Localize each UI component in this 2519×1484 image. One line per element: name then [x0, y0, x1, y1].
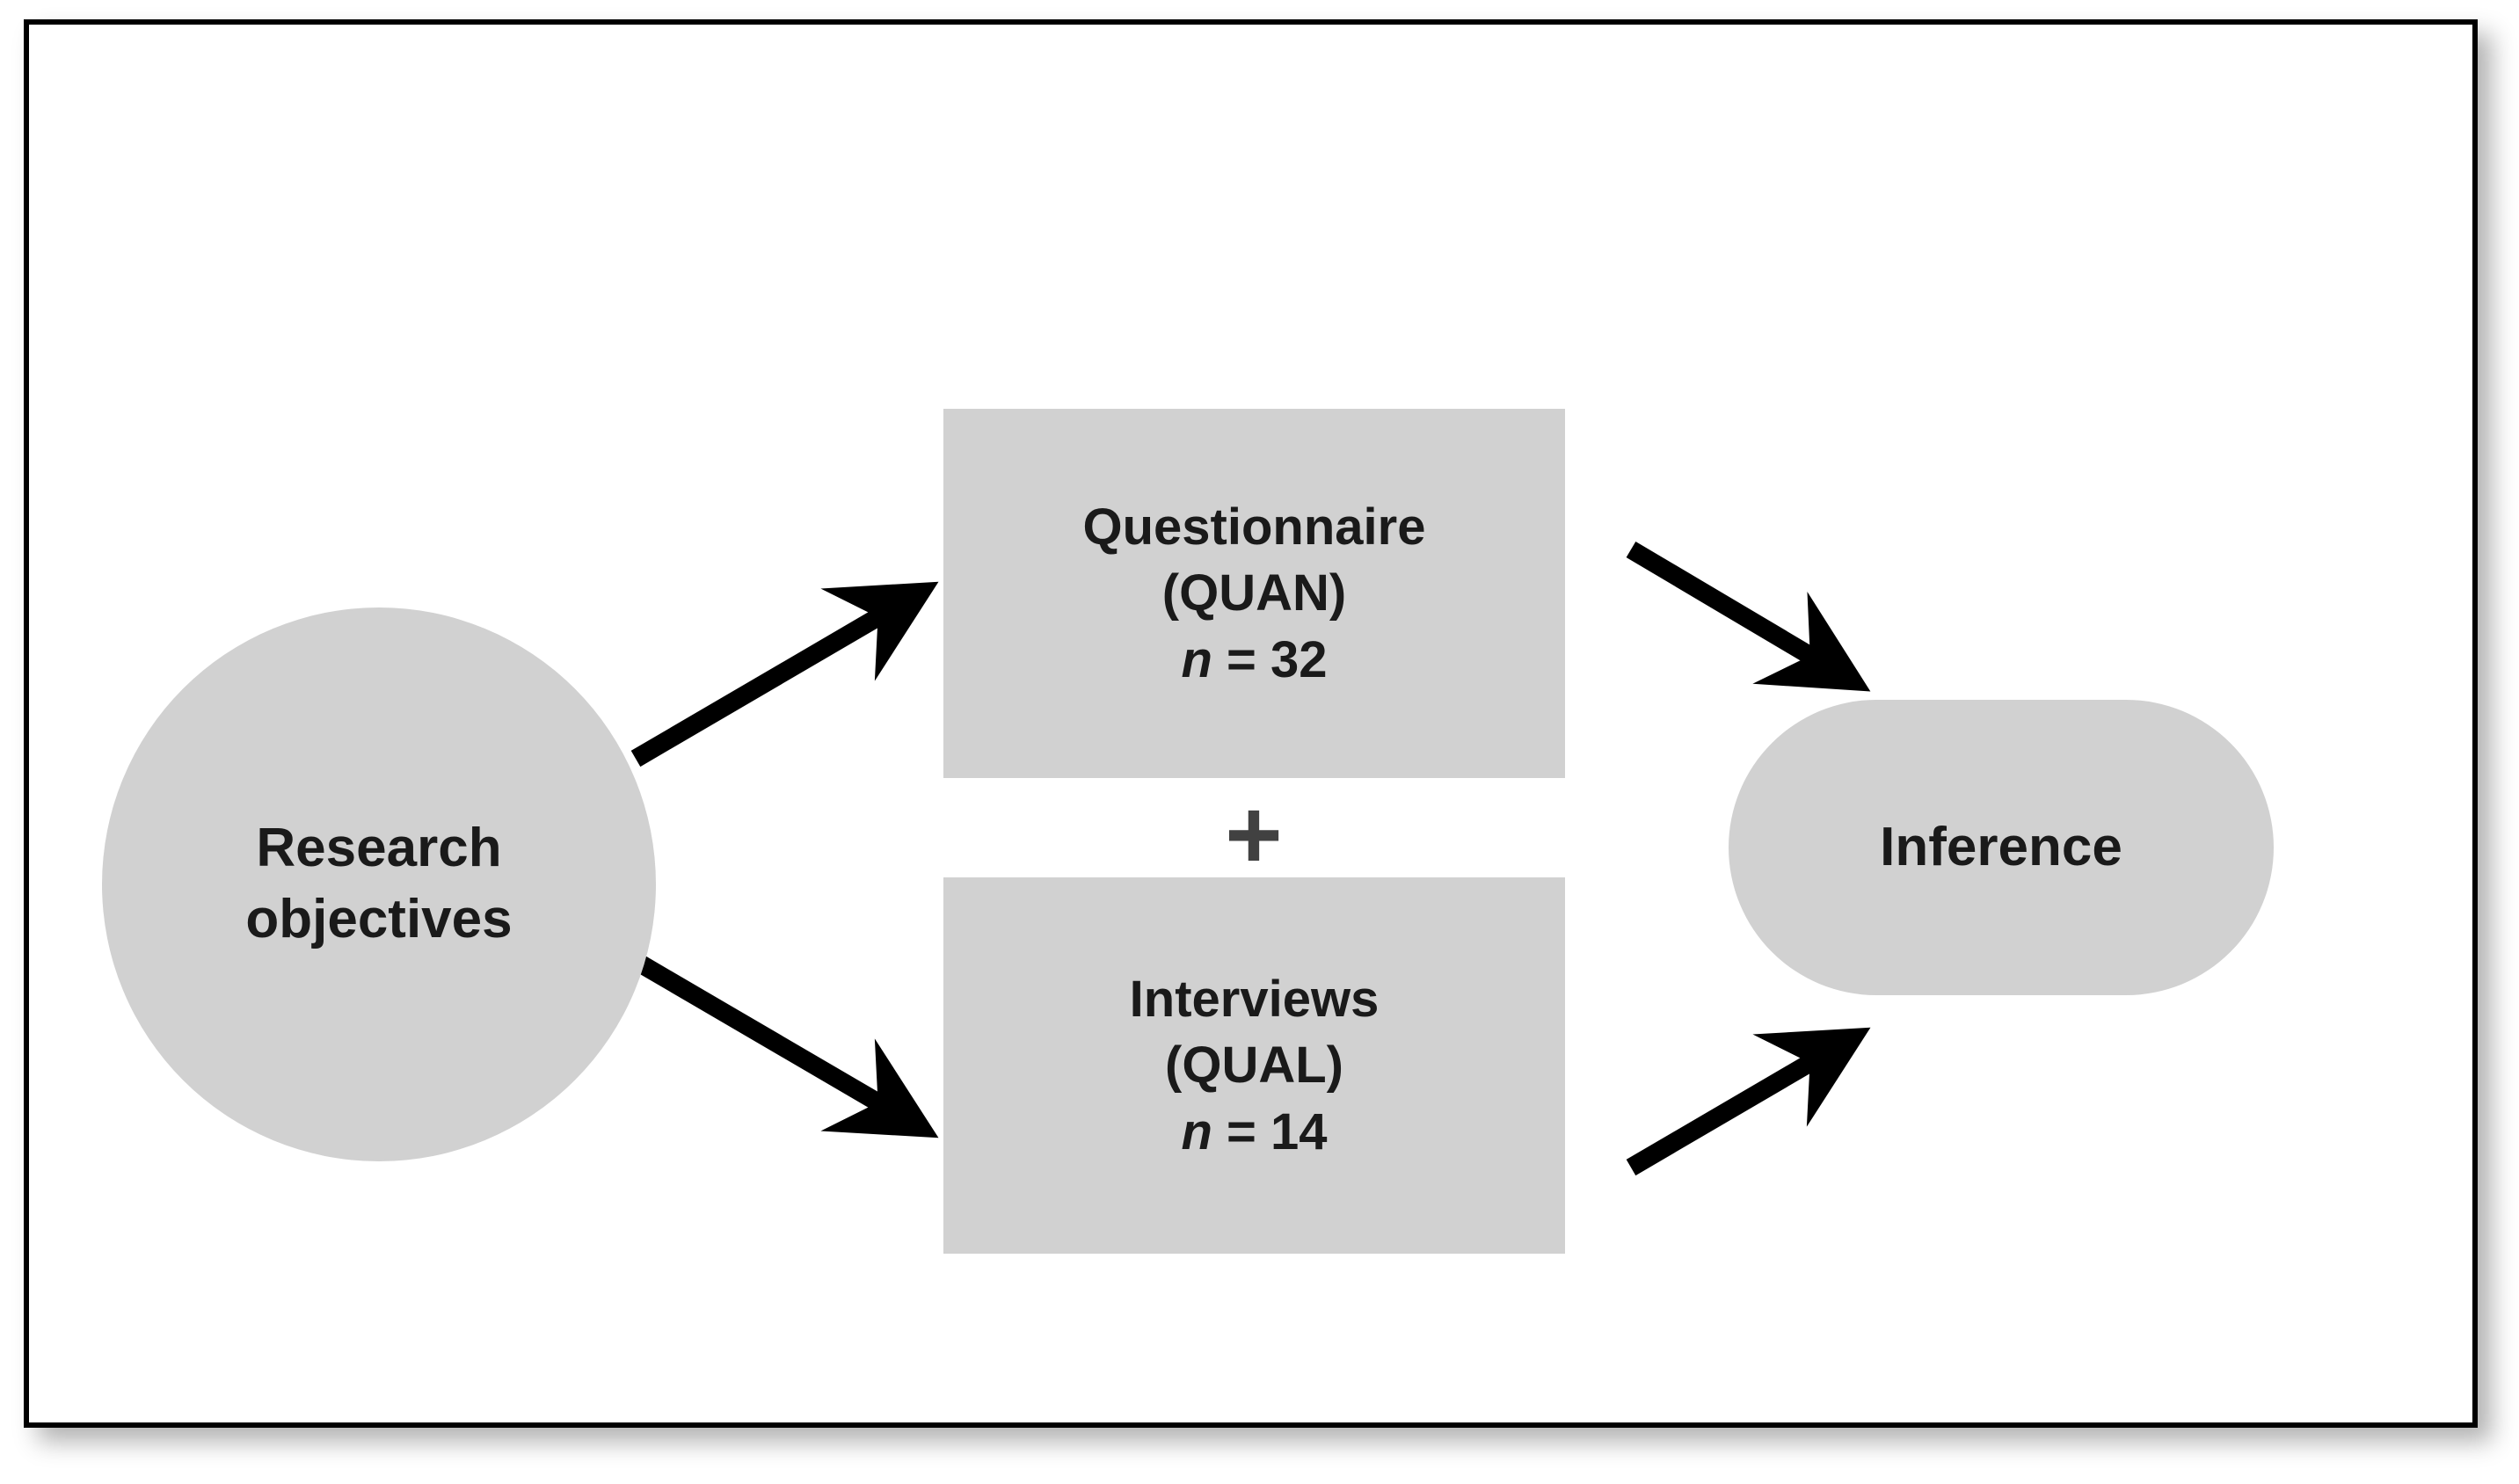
plus-icon: + — [1225, 780, 1283, 890]
node-inference-line1: Inference — [1880, 816, 2122, 877]
node-research-objectives[interactable]: Research objectives — [102, 607, 656, 1161]
node-questionnaire-n-symbol: n — [1181, 630, 1212, 688]
node-inference-label: Inference — [1880, 812, 2122, 884]
arrow-objectives-to-questionnaire — [630, 581, 939, 767]
node-interviews-line2: (QUAL) — [1165, 1037, 1343, 1095]
arrow-questionnaire-to-inference — [1626, 541, 1871, 692]
node-interviews-line1: Interviews — [1129, 970, 1380, 1028]
diagram-canvas: Research objectives Questionnaire (QUAN)… — [29, 25, 2472, 1422]
node-interviews-sample-size: n = 14 — [1130, 1099, 1380, 1165]
node-questionnaire-sample-size: n = 32 — [1083, 627, 1426, 693]
node-questionnaire[interactable]: Questionnaire (QUAN) n = 32 — [943, 409, 1565, 778]
node-research-objectives-line2: objectives — [245, 889, 513, 949]
node-interviews-n-value: = 14 — [1227, 1102, 1328, 1160]
figure-frame: Research objectives Questionnaire (QUAN)… — [24, 19, 2478, 1428]
node-interviews-label: Interviews (QUAL) n = 14 — [1130, 966, 1380, 1165]
node-questionnaire-line1: Questionnaire — [1082, 498, 1426, 556]
node-questionnaire-label: Questionnaire (QUAN) n = 32 — [1083, 494, 1426, 693]
node-questionnaire-line2: (QUAN) — [1161, 564, 1347, 622]
node-interviews-n-symbol: n — [1181, 1102, 1212, 1160]
node-questionnaire-n-value: = 32 — [1227, 630, 1328, 688]
arrow-objectives-to-interviews — [630, 952, 939, 1138]
arrow-interviews-to-inference — [1626, 1027, 1871, 1176]
node-research-objectives-label: Research objectives — [245, 813, 512, 955]
node-interviews[interactable]: Interviews (QUAL) n = 14 — [943, 877, 1565, 1254]
node-research-objectives-line1: Research — [256, 818, 502, 879]
node-inference[interactable]: Inference — [1729, 700, 2274, 995]
